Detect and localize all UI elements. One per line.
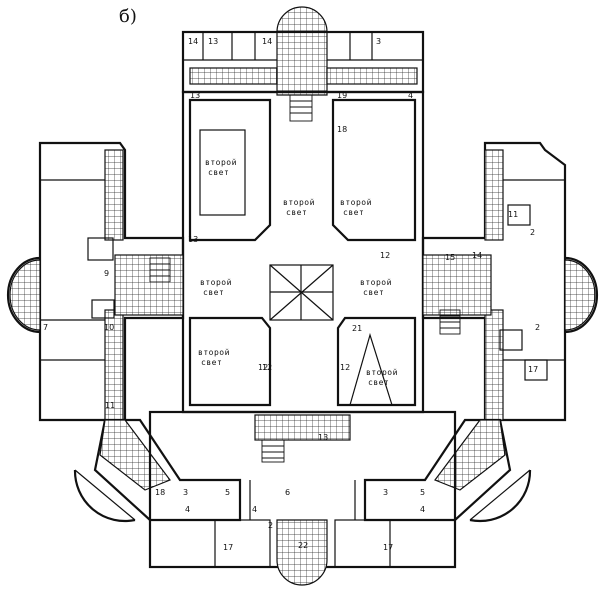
hall-label-bottom-left-2: свет (201, 358, 222, 367)
hall-label-top-right-1: второй (340, 198, 372, 207)
room-number: 13 (190, 91, 200, 100)
room-number: 4 (420, 505, 425, 514)
hall-label-mid-right-1: второй (360, 278, 392, 287)
room-number: 4 (408, 91, 413, 100)
room-number: 19 (337, 91, 347, 100)
room-number: 17 (383, 543, 393, 552)
room-number: 21 (352, 324, 362, 333)
room-number: 9 (104, 269, 109, 278)
room-number: 5 (420, 488, 425, 497)
hall-label-top-left-2: свет (208, 168, 229, 177)
bottom-left-wing (73, 418, 242, 523)
room-number: 14 (188, 37, 198, 46)
room-number: 15 (445, 253, 455, 262)
hall-label-top-center-1: второй (283, 198, 315, 207)
room-number: 22 (298, 541, 308, 550)
hall-label-top-left-1: второй (205, 158, 237, 167)
room-number: 4 (185, 505, 190, 514)
hall-label-mid-left-1: второй (200, 278, 232, 287)
room-number: 10 (104, 323, 114, 332)
room-number: 2 (535, 323, 540, 332)
room-number: 13 (318, 433, 328, 442)
room-number: 2 (268, 521, 273, 530)
room-number: 13 (188, 235, 198, 244)
room-number: 17 (528, 365, 538, 374)
room-numbers: 14 13 14 3 13 19 4 18 12 13 9 10 7 15 14… (43, 37, 540, 552)
left-apse (6, 256, 41, 334)
room-number: 12 (340, 363, 350, 372)
left-wing (38, 141, 185, 422)
room-number: 5 (225, 488, 230, 497)
right-apse (564, 256, 599, 334)
top-wing (181, 30, 425, 122)
room-number: 12 (258, 363, 268, 372)
room-number: 4 (252, 505, 257, 514)
hall-label-top-right-2: свет (343, 208, 364, 217)
room-number: 3 (376, 37, 381, 46)
room-number: 3 (383, 488, 388, 497)
hall-label-bottom-right-2: свет (368, 378, 389, 387)
room-number: 12 (380, 251, 390, 260)
top-apse (276, 6, 328, 96)
room-number: 2 (530, 228, 535, 237)
hall-label-top-center-2: свет (286, 208, 307, 217)
hall-label-mid-right-2: свет (363, 288, 384, 297)
bottom-right-wing (363, 418, 532, 523)
room-number: 12 (262, 363, 272, 372)
hall-labels: второй свет второй свет второй свет втор… (198, 158, 398, 387)
hall-label-bottom-right-1: второй (366, 368, 398, 377)
room-number: 3 (183, 488, 188, 497)
hall-label-bottom-left-1: второй (198, 348, 230, 357)
bottom-center (148, 410, 457, 586)
right-wing (421, 141, 567, 422)
room-number: 13 (208, 37, 218, 46)
room-number: 6 (285, 488, 290, 497)
panel-label: б) (119, 6, 137, 27)
room-number: 17 (223, 543, 233, 552)
room-number: 18 (155, 488, 165, 497)
room-number: 7 (43, 323, 48, 332)
hall-label-mid-left-2: свет (203, 288, 224, 297)
room-number: 11 (508, 210, 518, 219)
room-number: 14 (472, 251, 482, 260)
room-number: 14 (262, 37, 272, 46)
room-number: 11 (105, 401, 115, 410)
room-number: 18 (337, 125, 347, 134)
